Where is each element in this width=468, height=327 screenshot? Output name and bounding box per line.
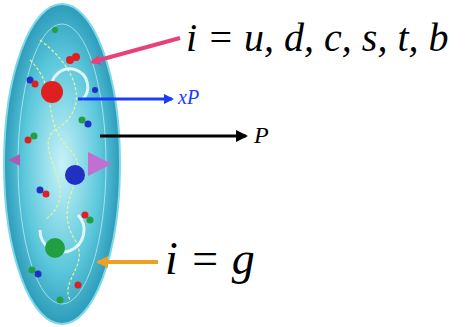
- momentum-fraction-label: xP: [178, 86, 199, 108]
- gluon-label: i = g: [165, 234, 255, 285]
- proton-momentum-label: P: [254, 122, 269, 148]
- gluon-pointer: [98, 260, 158, 264]
- momentum-fraction-arrow: [78, 98, 172, 101]
- proton-disk: [4, 4, 120, 324]
- sea-partons: [25, 27, 99, 304]
- quark-pointer: [92, 38, 180, 62]
- valence-quarks: [41, 81, 85, 258]
- quark-flavour-label: i = u, d, c, s, t, b: [186, 16, 449, 60]
- proton-momentum-arrow: [100, 135, 246, 138]
